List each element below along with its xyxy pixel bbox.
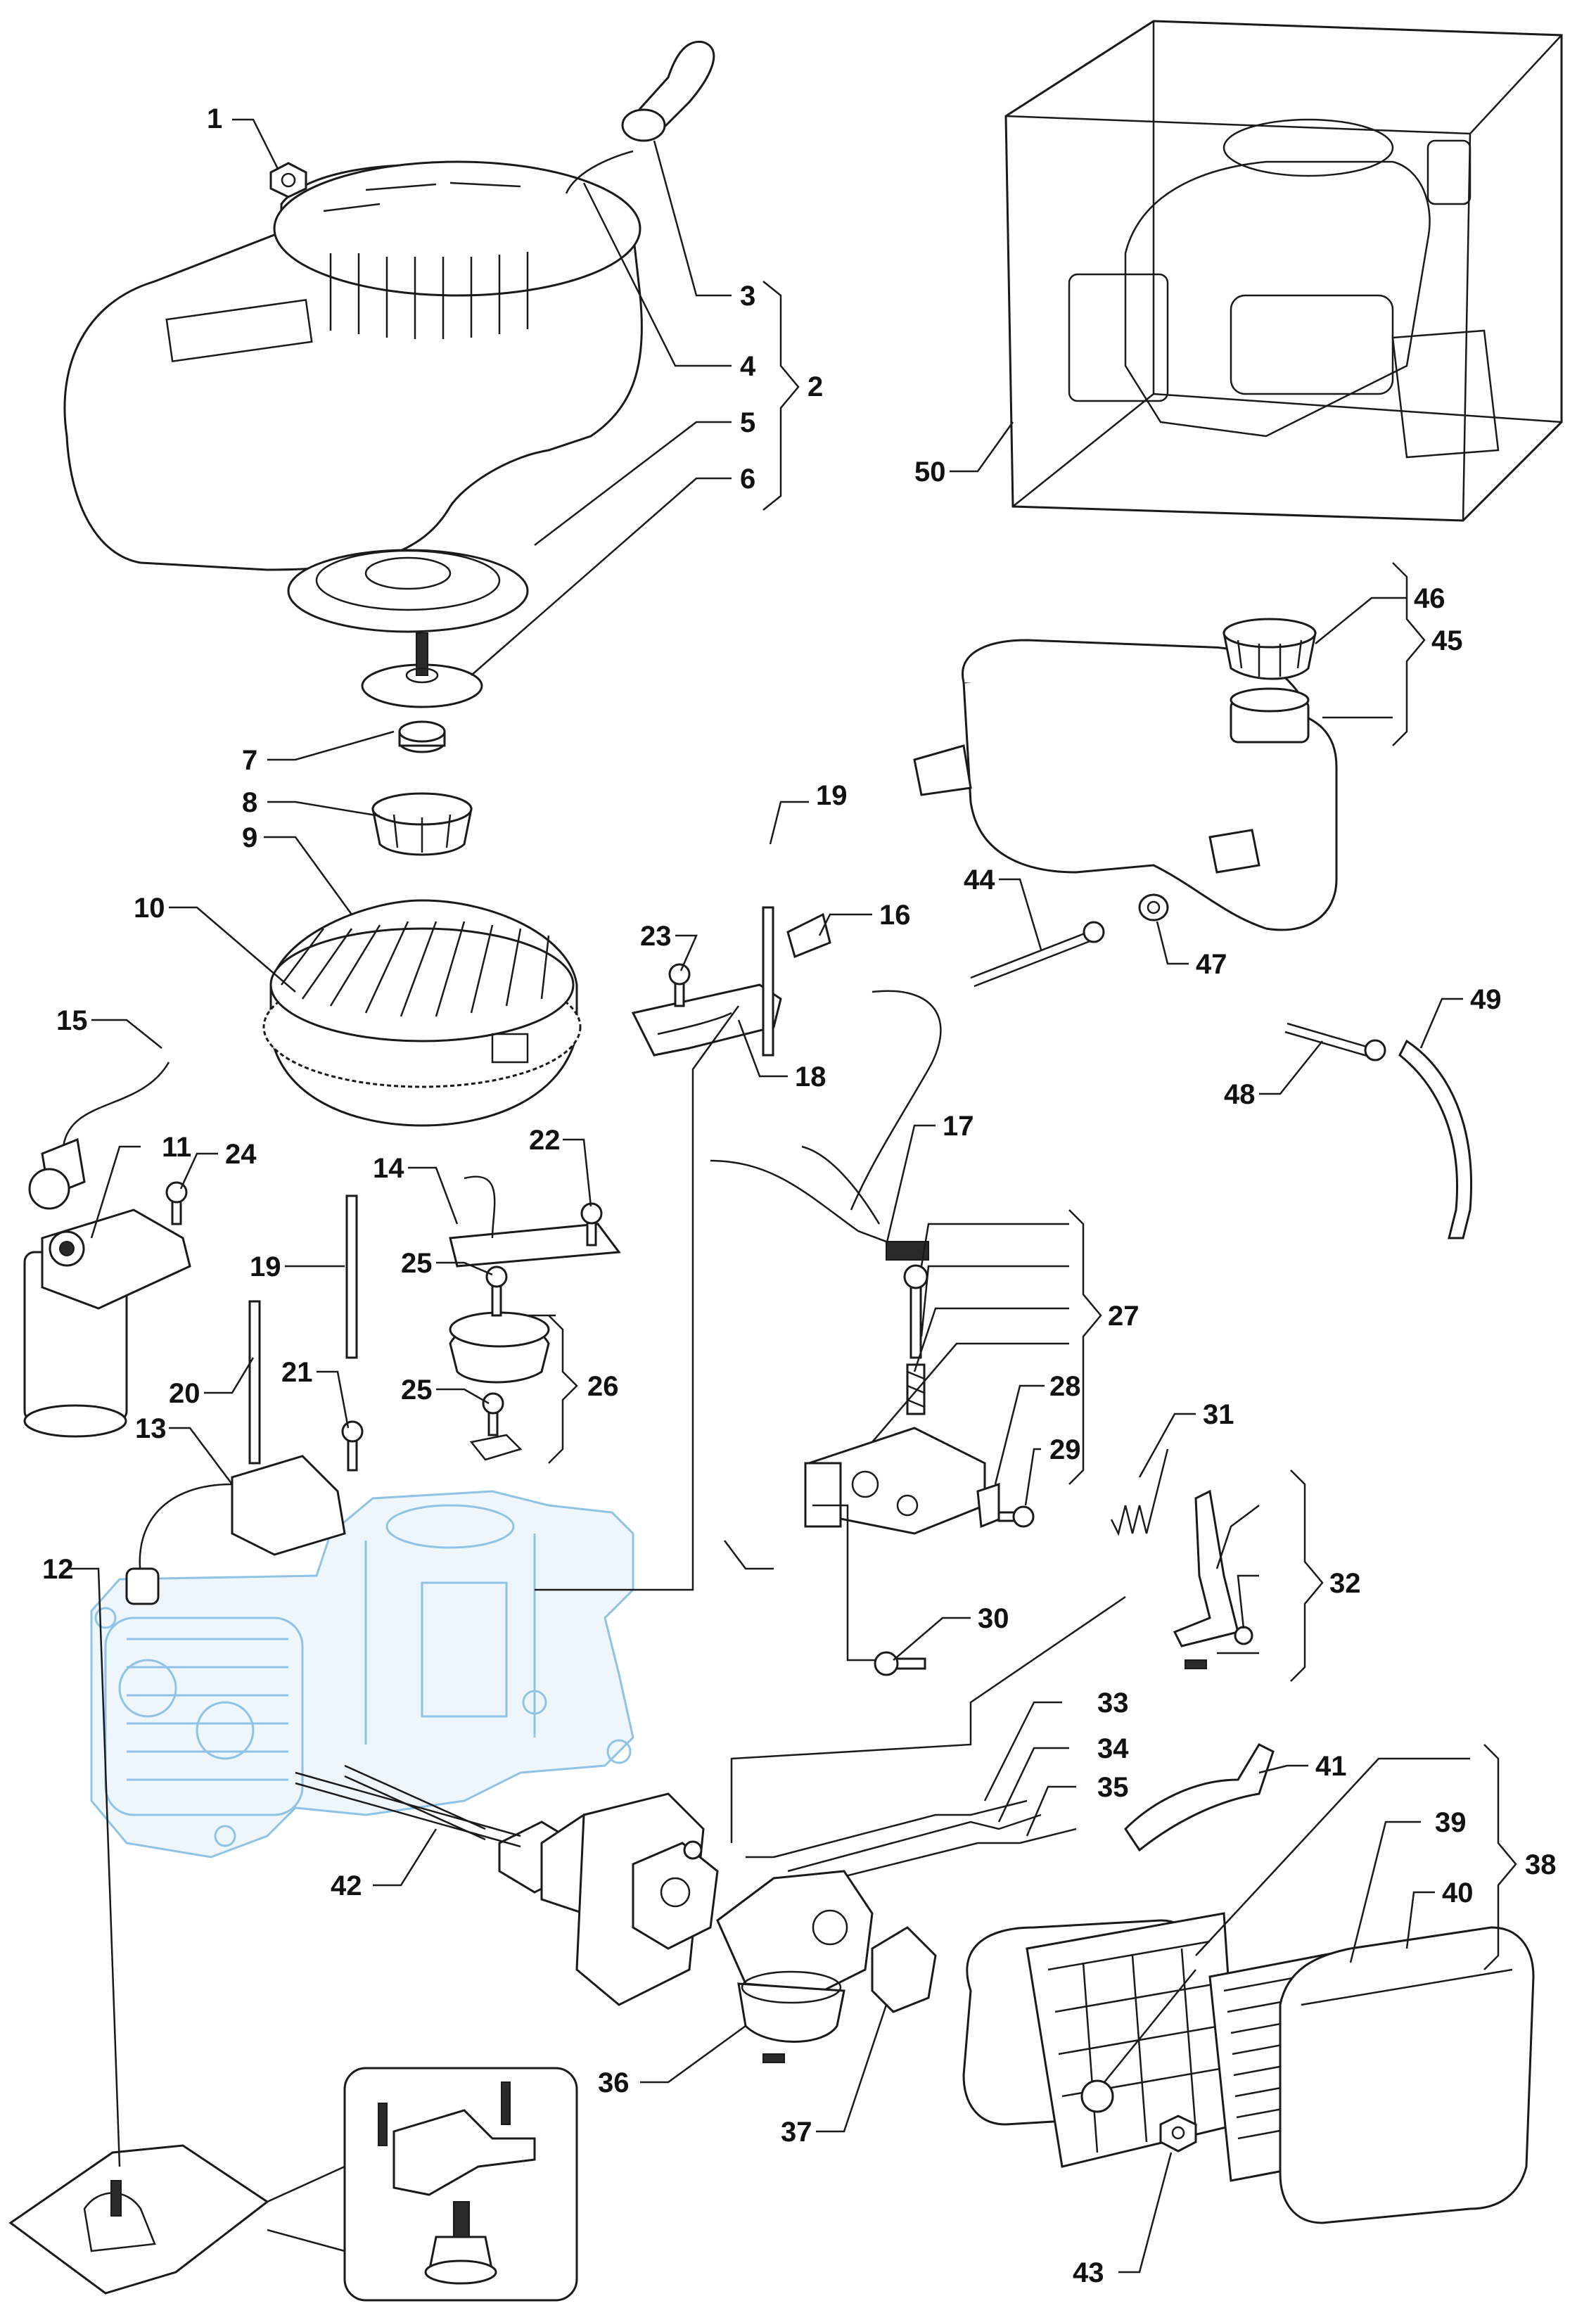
- carb-gasket-37: [871, 1926, 937, 2013]
- callout-38: 38: [1525, 1849, 1557, 1880]
- callout-50: 50: [914, 457, 946, 487]
- studs-42: [295, 1764, 521, 1848]
- fuel-tank-45: [913, 639, 1338, 931]
- engine-box-50: [1004, 20, 1563, 522]
- kit-detail-inset: [267, 2067, 578, 2302]
- engine-block-ghost: [90, 1490, 634, 1858]
- callout-29: 29: [1049, 1434, 1081, 1465]
- callout-25b: 25: [401, 1375, 433, 1405]
- callout-16: 16: [879, 900, 911, 931]
- flywheel-nut-7: [398, 720, 446, 753]
- callout-35: 35: [1097, 1772, 1129, 1803]
- callout-47: 47: [1196, 949, 1227, 980]
- callout-17: 17: [943, 1111, 974, 1142]
- callout-40: 40: [1442, 1877, 1474, 1908]
- carburetor-36: [716, 1870, 874, 2063]
- callout-42: 42: [331, 1870, 362, 1901]
- nut-1: [269, 162, 307, 198]
- callout-8: 8: [242, 787, 257, 818]
- callout-25a: 25: [401, 1248, 433, 1279]
- choke-lever-32: [1173, 1489, 1253, 1669]
- callout-37: 37: [781, 2117, 812, 2148]
- callout-14: 14: [373, 1153, 404, 1184]
- callout-7: 7: [242, 745, 257, 776]
- callout-45: 45: [1431, 625, 1463, 656]
- callout-20: 20: [169, 1378, 200, 1409]
- callout-39: 39: [1435, 1807, 1467, 1838]
- starter-rope-4: [565, 150, 634, 194]
- callout-15: 15: [56, 1005, 88, 1036]
- gaskets-manifold: [498, 1792, 719, 2006]
- callout-27: 27: [1108, 1301, 1139, 1332]
- governor-bracket-18: [631, 906, 831, 1057]
- callout-12: 12: [42, 1554, 74, 1585]
- nut-43: [1159, 2115, 1197, 2153]
- callout-9: 9: [242, 822, 257, 853]
- blower-housing: [63, 160, 643, 571]
- callout-49: 49: [1470, 984, 1502, 1015]
- callout-34: 34: [1097, 1733, 1129, 1764]
- bolts-19-20-21-22-24: [165, 1181, 603, 1472]
- starter-cup-6: [361, 632, 483, 708]
- filter-cover-40: [1279, 1926, 1535, 2224]
- callout-41: 41: [1315, 1751, 1347, 1782]
- callout-11: 11: [162, 1132, 191, 1163]
- throttle-control-27: [804, 1264, 986, 1535]
- callout-10: 10: [134, 893, 165, 924]
- callout-26: 26: [587, 1371, 619, 1402]
- callout-19b: 19: [250, 1251, 281, 1282]
- governor-lever-25-26: [449, 1265, 550, 1461]
- starter-pulley-5: [287, 549, 529, 633]
- ground-lead-14: [449, 1175, 621, 1268]
- callout-18: 18: [795, 1061, 826, 1092]
- linkage-rods-33-34-35: [746, 1799, 1077, 1887]
- callout-22: 22: [529, 1125, 561, 1156]
- leader-lines: [70, 118, 1517, 2274]
- pin-48: [1284, 1022, 1386, 1061]
- callout-1: 1: [207, 103, 222, 134]
- callout-44: 44: [964, 865, 995, 895]
- wiring-harness-17: [710, 990, 942, 1261]
- callout-5: 5: [740, 407, 755, 438]
- callout-32: 32: [1329, 1568, 1361, 1599]
- callout-33: 33: [1097, 1688, 1129, 1719]
- screw-30: [874, 1651, 926, 1676]
- fuel-hose-49: [1398, 1039, 1473, 1239]
- callout-13: 13: [135, 1413, 167, 1444]
- callout-28: 28: [1049, 1371, 1081, 1402]
- spare-kit-bag-12: [8, 2144, 269, 2295]
- callout-19a: 19: [816, 780, 848, 811]
- flywheel-9-10: [262, 899, 582, 1127]
- grommet-47: [1138, 893, 1169, 922]
- air-filter-housing-38: [962, 1912, 1239, 2168]
- callout-43: 43: [1073, 2257, 1104, 2288]
- spark-plug-cap-15: [28, 1061, 170, 1210]
- starter-motor-11: [23, 1209, 191, 1438]
- spring-31: [1110, 1448, 1169, 1536]
- breather-tube-41: [1124, 1743, 1275, 1852]
- callout-4: 4: [740, 351, 756, 382]
- callout-36: 36: [598, 2067, 630, 2098]
- tank-cap-46: [1222, 618, 1317, 680]
- callout-24: 24: [225, 1139, 257, 1170]
- callout-46: 46: [1414, 583, 1445, 614]
- callout-3: 3: [740, 281, 755, 312]
- callout-31: 31: [1203, 1399, 1234, 1430]
- starter-cup-8: [371, 792, 473, 856]
- bolt-44: [970, 921, 1105, 988]
- callout-2: 2: [807, 371, 823, 402]
- ignition-coil-13: [125, 1455, 346, 1605]
- clip-28-screw-29: [976, 1482, 1035, 1529]
- callout-labels: 1 2 3 4 5 6 7 8 9 10 11 12 13 14 15 16 1…: [42, 103, 1557, 2288]
- callout-21: 21: [281, 1357, 313, 1388]
- callout-48: 48: [1224, 1079, 1256, 1110]
- starter-handle-3: [621, 40, 715, 142]
- callout-23: 23: [640, 921, 672, 952]
- callout-30: 30: [978, 1603, 1009, 1634]
- callout-6: 6: [740, 464, 755, 495]
